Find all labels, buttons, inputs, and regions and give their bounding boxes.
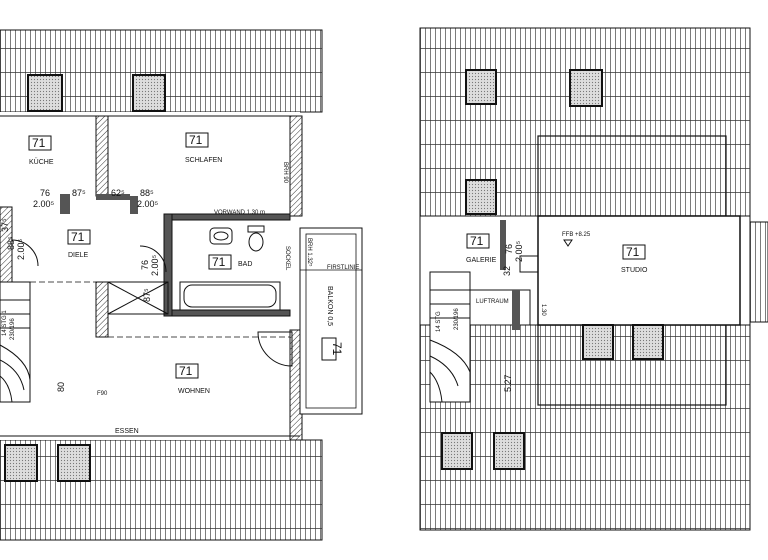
room-number: 71 [470, 234, 484, 248]
room-bad: 71 BAD [208, 254, 252, 270]
dim-label: 2.00⁵ [16, 238, 26, 260]
wall [163, 309, 291, 317]
wall [95, 281, 109, 338]
room-essen: ESSEN [115, 428, 139, 435]
dim-label: 88⁵ [140, 188, 154, 198]
room-balkon: 71 BALKON 0,5 [321, 286, 344, 361]
dim-label: 2.00⁵ [137, 199, 159, 209]
room-name: BALKON 0,5 [326, 286, 333, 326]
dim-label: 88⁵ [6, 236, 16, 250]
door [139, 245, 167, 273]
right-plan: 71 GALERIE 71 STUDIO LUFTRAUM FFB +8.25 … [419, 27, 768, 531]
room-name: STUDIO [621, 267, 648, 274]
wall [289, 115, 303, 217]
left-plan: 71 KÜCHE 71 SCHLAFEN 71 DIELE 71 BAD 71 … [0, 29, 363, 541]
dim-label: VORWAND 1.30 m [214, 210, 265, 216]
skylight [132, 74, 166, 112]
dim-label: 14 STG [436, 311, 442, 332]
dim-label: BRH 1.32⁵ [306, 238, 313, 267]
balcony [299, 227, 363, 415]
room-number: 71 [212, 255, 226, 269]
room-name: SCHLAFEN [185, 157, 222, 164]
skylight [57, 444, 91, 482]
room-studio: 71 STUDIO [621, 244, 648, 274]
dim-label: 37⁵ [0, 218, 10, 232]
room-number: 71 [71, 230, 85, 244]
dim-label: 2.00⁵ [514, 240, 524, 262]
toilet [247, 225, 265, 252]
dim-label: 14 STG 1 [2, 310, 8, 336]
dim-label: 76 [40, 188, 50, 198]
room-galerie: 71 GALERIE [466, 233, 497, 264]
skylight [27, 74, 63, 112]
dim-label: 230/196 [10, 318, 16, 340]
dim-label: 5.27 [503, 374, 513, 392]
dimension-labels-right: FFB +8.25 76 2.00⁵ 32 1.30 14 STG 230/19… [436, 232, 591, 392]
dim-label: SOCKEL [284, 246, 290, 271]
room-schlafen: 71 SCHLAFEN [185, 132, 222, 164]
marker [563, 239, 573, 247]
dim-label: FFB +8.25 [562, 232, 591, 238]
room-number: 71 [330, 342, 344, 356]
room-kueche: 71 KÜCHE [28, 135, 54, 166]
skylight [632, 324, 664, 360]
wall [95, 115, 109, 197]
dimension-labels: 76 2.00⁵ 87⁵ 62⁵ 88⁵ 2.00⁵ VORWAND 1.30 … [0, 162, 359, 397]
staircase [0, 281, 31, 403]
skylight [4, 444, 38, 482]
room-number: 71 [626, 245, 640, 259]
wall [500, 220, 506, 270]
dim-label: F90 [97, 391, 108, 397]
dim-label: 32 [502, 266, 512, 276]
wall [60, 194, 70, 214]
room-number: 71 [179, 364, 193, 378]
bathtub [179, 281, 281, 311]
sink [209, 227, 233, 245]
door [257, 331, 293, 367]
dim-label: 2.00⁵ [150, 254, 160, 276]
skylight [493, 432, 525, 470]
skylight [441, 432, 473, 470]
skylight [465, 69, 497, 105]
luftraum [469, 289, 531, 326]
wall [130, 196, 138, 214]
room-wohnen: 71 WOHNEN [175, 363, 210, 395]
dim-label: 230/196 [454, 308, 460, 330]
dim-label: 76 [504, 244, 514, 254]
wall [519, 255, 539, 273]
wall [512, 290, 520, 330]
dim-label: BRH 90 [282, 162, 288, 184]
room-name: DIELE [68, 252, 89, 259]
wall [163, 213, 173, 317]
skylight [582, 324, 614, 360]
shower [107, 281, 169, 315]
dim-label: 62⁵ [111, 188, 125, 198]
dim-label: FIRSTLINIE [327, 265, 359, 271]
room-name: BAD [238, 261, 252, 268]
dim-label: 1.30 [540, 304, 546, 316]
dim-label: 87⁵ [142, 288, 152, 302]
room-name: GALERIE [466, 257, 497, 264]
wall [96, 194, 130, 200]
room-name: KÜCHE [29, 158, 54, 166]
room-number: 71 [32, 136, 46, 150]
room-number: 71 [189, 133, 203, 147]
room-diele: 71 DIELE [67, 229, 91, 259]
staircase-upper [429, 271, 471, 403]
skylight [569, 69, 603, 107]
room-luftraum: LUFTRAUM [476, 299, 509, 305]
dim-label: 80 [56, 382, 66, 392]
door [11, 239, 39, 267]
dim-label: 76 [140, 260, 150, 270]
skylight [465, 179, 497, 215]
dim-label: 2.00⁵ [33, 199, 55, 209]
room-name: WOHNEN [178, 388, 210, 395]
dim-label: 87⁵ [72, 188, 86, 198]
